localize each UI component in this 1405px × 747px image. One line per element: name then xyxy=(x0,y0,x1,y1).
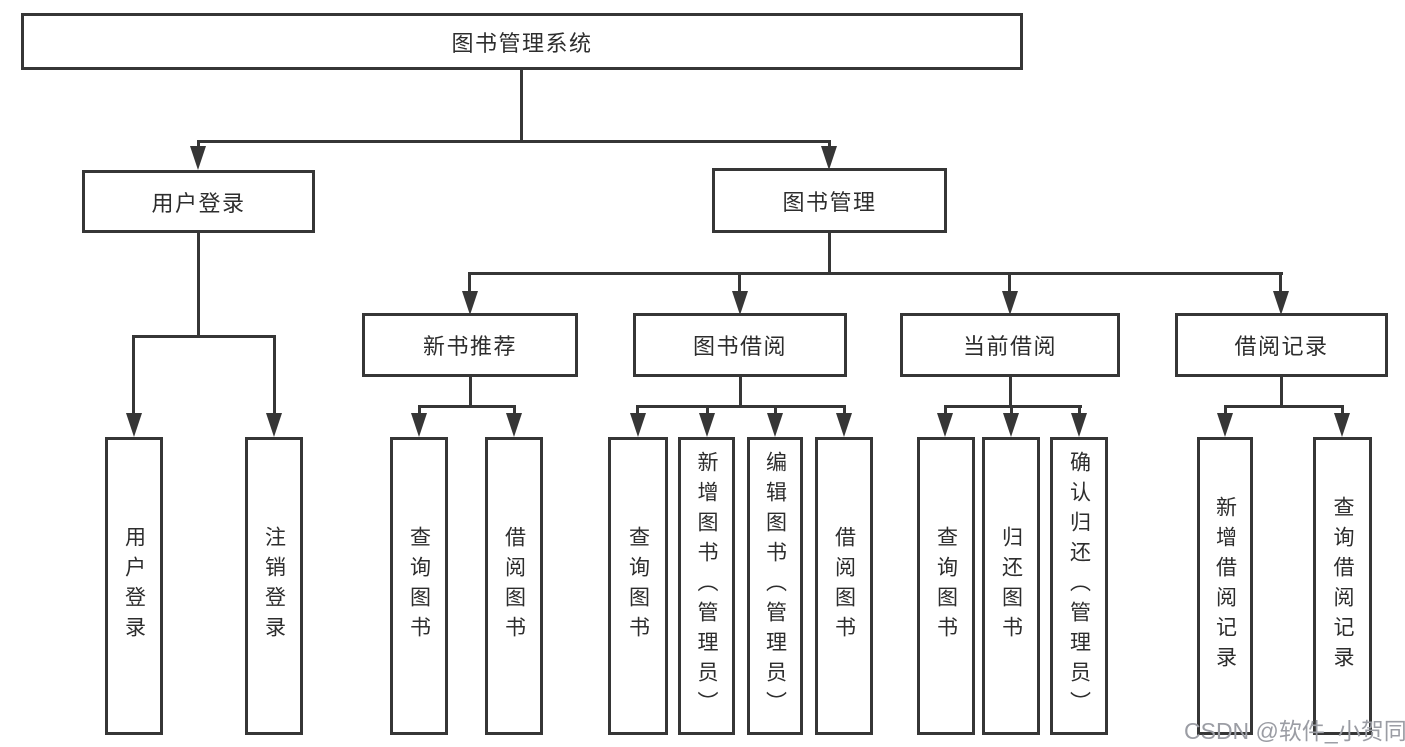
connector-current-borrow-bar xyxy=(944,405,1082,408)
leaf-user-login: 用户登录 xyxy=(105,437,163,735)
connector-drop-cb-return xyxy=(1010,405,1013,417)
connector-borrow-records-bar xyxy=(1224,405,1344,408)
csdn-watermark: CSDN @软件_小贺同学 xyxy=(1184,718,1405,744)
node-new-book-recommend-label: 新书推荐 xyxy=(422,334,517,359)
connector-book-management-bar xyxy=(468,272,1283,275)
node-book-management: 图书管理 xyxy=(712,168,947,233)
arrowhead-br-query xyxy=(1334,413,1350,437)
arrowhead-user-login xyxy=(190,146,206,170)
connector-book-borrow-stem xyxy=(739,377,742,408)
leaf-current-return-books-label: 归还图书 xyxy=(999,526,1023,646)
arrowhead-book-borrow xyxy=(732,291,748,315)
leaf-borrow-query-books: 查询图书 xyxy=(608,437,668,735)
connector-book-borrow-bar xyxy=(636,405,846,408)
arrowhead-borrow-records xyxy=(1273,291,1289,315)
connector-new-book-stem xyxy=(469,377,472,408)
connector-drop-new-book xyxy=(468,272,471,294)
connector-drop-bb-borrow xyxy=(843,405,846,417)
node-borrow-records: 借阅记录 xyxy=(1175,313,1388,377)
connector-drop-user-login xyxy=(197,140,200,150)
node-new-book-recommend: 新书推荐 xyxy=(362,313,578,377)
node-book-borrow: 图书借阅 xyxy=(633,313,847,377)
leaf-borrow-edit-books-admin-label: 编辑图书（管理员） xyxy=(763,451,787,721)
arrowhead-current-borrow xyxy=(1002,291,1018,315)
arrowhead-bb-borrow xyxy=(836,413,852,437)
leaf-current-query-books: 查询图书 xyxy=(917,437,975,735)
leaf-current-query-books-label: 查询图书 xyxy=(934,526,958,646)
connector-drop-bb-query xyxy=(636,405,639,417)
arrowhead-cb-return xyxy=(1003,413,1019,437)
node-current-borrow: 当前借阅 xyxy=(900,313,1120,377)
leaf-borrow-borrow-books: 借阅图书 xyxy=(815,437,873,735)
arrowhead-bb-edit xyxy=(767,413,783,437)
arrowhead-cb-query xyxy=(937,413,953,437)
arrowhead-leaf-logout xyxy=(266,413,282,437)
leaf-user-login-label: 用户登录 xyxy=(122,526,146,646)
leaf-current-confirm-return-admin-label: 确认归还（管理员） xyxy=(1067,451,1091,721)
connector-user-login-bar xyxy=(132,335,276,338)
leaf-records-query-record: 查询借阅记录 xyxy=(1313,437,1372,735)
node-book-management-label: 图书管理 xyxy=(782,189,877,215)
node-borrow-records-label: 借阅记录 xyxy=(1234,334,1329,359)
leaf-borrow-add-books-admin-label: 新增图书（管理员） xyxy=(695,451,718,721)
connector-drop-current-borrow xyxy=(1008,272,1011,294)
connector-drop-br-query xyxy=(1341,405,1344,417)
leaf-borrow-add-books-admin: 新增图书（管理员） xyxy=(678,437,735,735)
arrowhead-new-book xyxy=(462,291,478,315)
arrowhead-cb-confirm xyxy=(1071,413,1087,437)
connector-drop-bb-edit xyxy=(774,405,777,417)
leaf-logout: 注销登录 xyxy=(245,437,303,735)
connector-drop-cb-confirm xyxy=(1078,405,1081,417)
connector-user-login-stem xyxy=(197,233,200,338)
connector-drop-nb-query xyxy=(418,405,421,417)
connector-drop-nb-borrow xyxy=(513,405,516,417)
arrowhead-bb-add xyxy=(699,413,715,437)
connector-drop-cb-query xyxy=(944,405,947,417)
connector-root-bar xyxy=(197,140,831,143)
arrowhead-br-add xyxy=(1217,413,1233,437)
connector-new-book-bar xyxy=(418,405,516,408)
arrowhead-nb-query xyxy=(411,413,427,437)
connector-drop-br-add xyxy=(1224,405,1227,417)
connector-root-stem xyxy=(520,70,523,141)
leaf-borrow-edit-books-admin: 编辑图书（管理员） xyxy=(747,437,803,735)
leaf-newbook-borrow-books: 借阅图书 xyxy=(485,437,543,735)
leaf-newbook-query-books-label: 查询图书 xyxy=(407,526,431,646)
leaf-logout-label: 注销登录 xyxy=(262,526,286,646)
connector-borrow-records-stem xyxy=(1280,377,1283,408)
arrowhead-leaf-user-login xyxy=(126,413,142,437)
node-user-login: 用户登录 xyxy=(82,170,315,233)
connector-drop-borrow-records xyxy=(1279,272,1282,294)
leaf-current-confirm-return-admin: 确认归还（管理员） xyxy=(1050,437,1108,735)
node-user-login-label: 用户登录 xyxy=(151,190,246,216)
connector-current-borrow-stem xyxy=(1009,377,1012,408)
connector-drop-leaf-user-login xyxy=(132,335,135,415)
leaf-current-return-books: 归还图书 xyxy=(982,437,1040,735)
leaf-newbook-borrow-books-label: 借阅图书 xyxy=(502,526,526,646)
node-library-management-system: 图书管理系统 xyxy=(21,13,1023,70)
arrowhead-bb-query xyxy=(630,413,646,437)
node-book-borrow-label: 图书借阅 xyxy=(692,334,787,359)
leaf-records-query-record-label: 查询借阅记录 xyxy=(1331,496,1354,676)
arrowhead-book-management xyxy=(821,146,837,170)
arrowhead-nb-borrow xyxy=(506,413,522,437)
leaf-borrow-query-books-label: 查询图书 xyxy=(626,526,650,646)
leaf-newbook-query-books: 查询图书 xyxy=(390,437,448,735)
leaf-borrow-borrow-books-label: 借阅图书 xyxy=(832,526,856,646)
connector-drop-leaf-logout xyxy=(273,335,276,415)
leaf-records-add-record-label: 新增借阅记录 xyxy=(1213,496,1237,676)
node-current-borrow-label: 当前借阅 xyxy=(962,334,1057,359)
connector-drop-book-management xyxy=(828,140,831,150)
leaf-records-add-record: 新增借阅记录 xyxy=(1197,437,1253,735)
node-library-management-system-label: 图书管理系统 xyxy=(451,30,593,56)
connector-book-management-stem xyxy=(828,233,831,275)
connector-drop-book-borrow xyxy=(738,272,741,294)
connector-drop-bb-add xyxy=(706,405,709,417)
